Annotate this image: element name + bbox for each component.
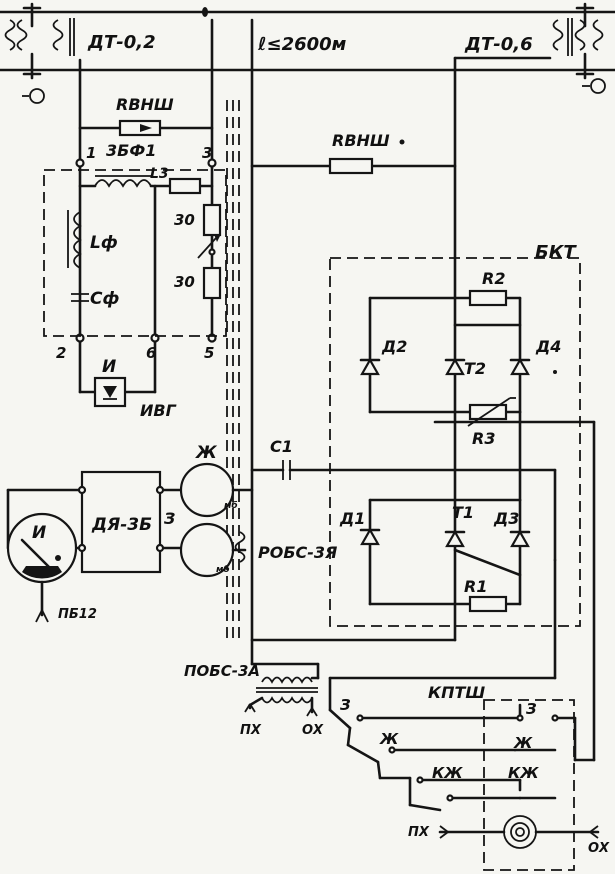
dya-relay-section <box>6 462 254 578</box>
label-robs: РОБС-3Я <box>258 543 337 562</box>
label-c1: C1 <box>270 437 293 456</box>
label-terminal-2: 2 <box>56 344 66 362</box>
label-terminal-1: 1 <box>86 144 96 162</box>
resistor-rvnsh-right <box>328 157 374 175</box>
label-zbf1: 3БФ1 <box>106 141 156 160</box>
label-zh-relay: Ж <box>195 443 218 463</box>
label-d2: Д2 <box>381 337 407 356</box>
label-switch-z: З <box>340 696 351 714</box>
label-pobs: ПОБС-3А <box>184 662 260 680</box>
label-ox-bottom: ОХ <box>588 841 610 856</box>
label-px-bottom: ПХ <box>408 825 430 840</box>
meter-gauge <box>6 512 78 623</box>
label-kptsh-z: З <box>526 700 537 718</box>
label-r30-upper: 30 <box>174 211 195 229</box>
label-dt06: ДТ-0,6 <box>464 34 533 55</box>
label-r30-lower: 30 <box>174 273 195 291</box>
resistor-l3 <box>168 177 202 195</box>
label-switch-kzh: КЖ <box>432 764 463 782</box>
label-mb-1: мб <box>224 500 238 511</box>
pobs-transformer <box>244 676 318 717</box>
switch-contacts <box>328 703 577 812</box>
label-px-left: ПХ <box>240 723 262 738</box>
label-z-relay: З <box>163 509 175 528</box>
zbf1-filter-box <box>43 169 227 337</box>
zbf1-wiring <box>67 18 220 408</box>
label-dt02: ДТ-0,2 <box>87 32 156 53</box>
label-mb-2: мб <box>216 564 230 575</box>
resistor-30-upper <box>202 203 222 237</box>
label-kptsh-zh: Ж <box>513 734 533 752</box>
label-t1: T1 <box>452 503 474 522</box>
label-cf: Cф <box>90 289 119 309</box>
label-kptsh: КПТШ <box>428 683 485 702</box>
label-switch-zh: Ж <box>379 730 399 748</box>
label-d3: Д3 <box>493 509 519 528</box>
label-d4: Д4 <box>535 337 561 356</box>
label-dya: ДЯ-3Б <box>91 515 152 535</box>
resistor-r1 <box>468 595 508 613</box>
label-rvnsh-left: RВНШ <box>116 95 174 114</box>
label-ivg: ИВГ <box>140 401 177 420</box>
label-terminal-6: 6 <box>146 344 156 362</box>
label-r1: R1 <box>464 577 487 596</box>
label-r2: R2 <box>482 269 505 288</box>
label-meter-i: И <box>32 523 46 543</box>
label-r3: R3 <box>472 429 495 448</box>
main-wiring <box>250 18 596 762</box>
kptsh-box <box>438 699 600 871</box>
track-transformer-dt06 <box>552 18 606 94</box>
bkt-block <box>329 257 581 627</box>
label-terminal-5: 5 <box>204 344 214 362</box>
label-ivg-i: И <box>102 357 116 377</box>
label-terminal-3: 3 <box>202 144 212 162</box>
label-d1: Д1 <box>339 509 365 528</box>
label-lf: Lф <box>90 233 118 253</box>
semiconductor-devices <box>359 357 531 548</box>
track-transformer-dt02 <box>4 18 75 104</box>
capacitor-c1 <box>250 460 557 562</box>
label-bkt: БКТ <box>535 242 577 263</box>
label-l3: L3 <box>150 166 169 182</box>
label-rvnsh-right: RВНШ <box>332 131 390 150</box>
label-cable-length: ℓ≤2600м <box>257 34 347 55</box>
label-t2: T2 <box>464 359 486 378</box>
rail-lines <box>0 2 615 80</box>
label-kptsh-kzh: КЖ <box>508 764 539 782</box>
resistor-r2 <box>468 289 508 307</box>
resistor-30-lower <box>202 266 222 300</box>
label-ox-left: ОХ <box>302 723 324 738</box>
label-pb12: ПБ12 <box>58 607 97 622</box>
